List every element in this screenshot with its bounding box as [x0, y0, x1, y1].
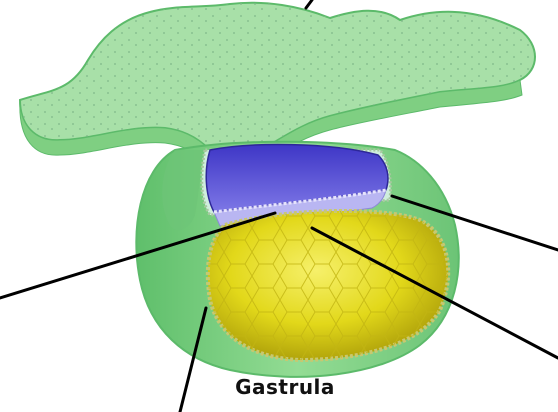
pointer-top: [306, 0, 312, 8]
diagram-caption: Gastrula: [200, 375, 370, 399]
embryonic-disc: [20, 3, 535, 165]
